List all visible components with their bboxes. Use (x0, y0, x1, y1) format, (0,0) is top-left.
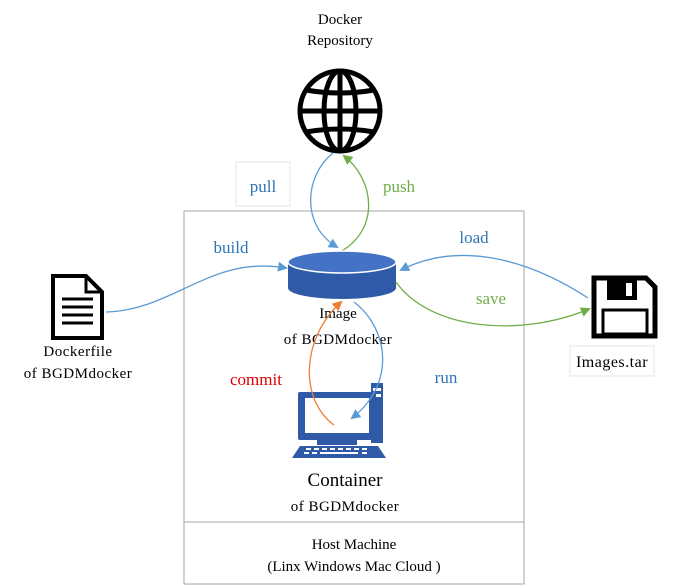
computer-icon (292, 383, 386, 458)
container-title: Container (308, 470, 384, 491)
globe-icon (297, 68, 383, 154)
load-arrow (399, 254, 589, 299)
commit-arrow (308, 300, 343, 426)
commit-label: commit (230, 370, 282, 389)
run-arrow (350, 301, 384, 420)
floppy-disk-icon (591, 275, 658, 339)
image-label-line2: of BGDMdocker (284, 332, 393, 348)
container-subtitle: of BGDMdocker (291, 499, 400, 515)
save-label: save (476, 289, 506, 308)
run-label: run (435, 368, 458, 387)
build-arrow (105, 261, 288, 313)
image-label-line1: Image (319, 306, 357, 322)
host-machine-footer-box (183, 521, 525, 585)
host-machine-line2: (Linx Windows Mac Cloud ) (267, 559, 440, 575)
pull-label: pull (250, 177, 277, 196)
images-tar-label: Images.tar (576, 354, 648, 371)
pull-label-box (235, 161, 291, 207)
build-label: build (214, 238, 249, 257)
database-icon (287, 250, 397, 299)
dockerfile-label-line1: Dockerfile (43, 344, 112, 360)
host-machine-line1: Host Machine (312, 537, 397, 553)
repository-title-line2: Repository (307, 33, 373, 49)
pull-arrow (309, 152, 339, 249)
save-arrow (395, 281, 591, 327)
push-arrow (339, 154, 370, 253)
images-tar-label-box (569, 345, 655, 377)
repository-title-line1: Docker (318, 12, 362, 28)
document-icon (51, 274, 104, 340)
dockerfile-label-line2: of BGDMdocker (24, 366, 133, 382)
load-label: load (459, 228, 489, 247)
push-label: push (383, 177, 416, 196)
